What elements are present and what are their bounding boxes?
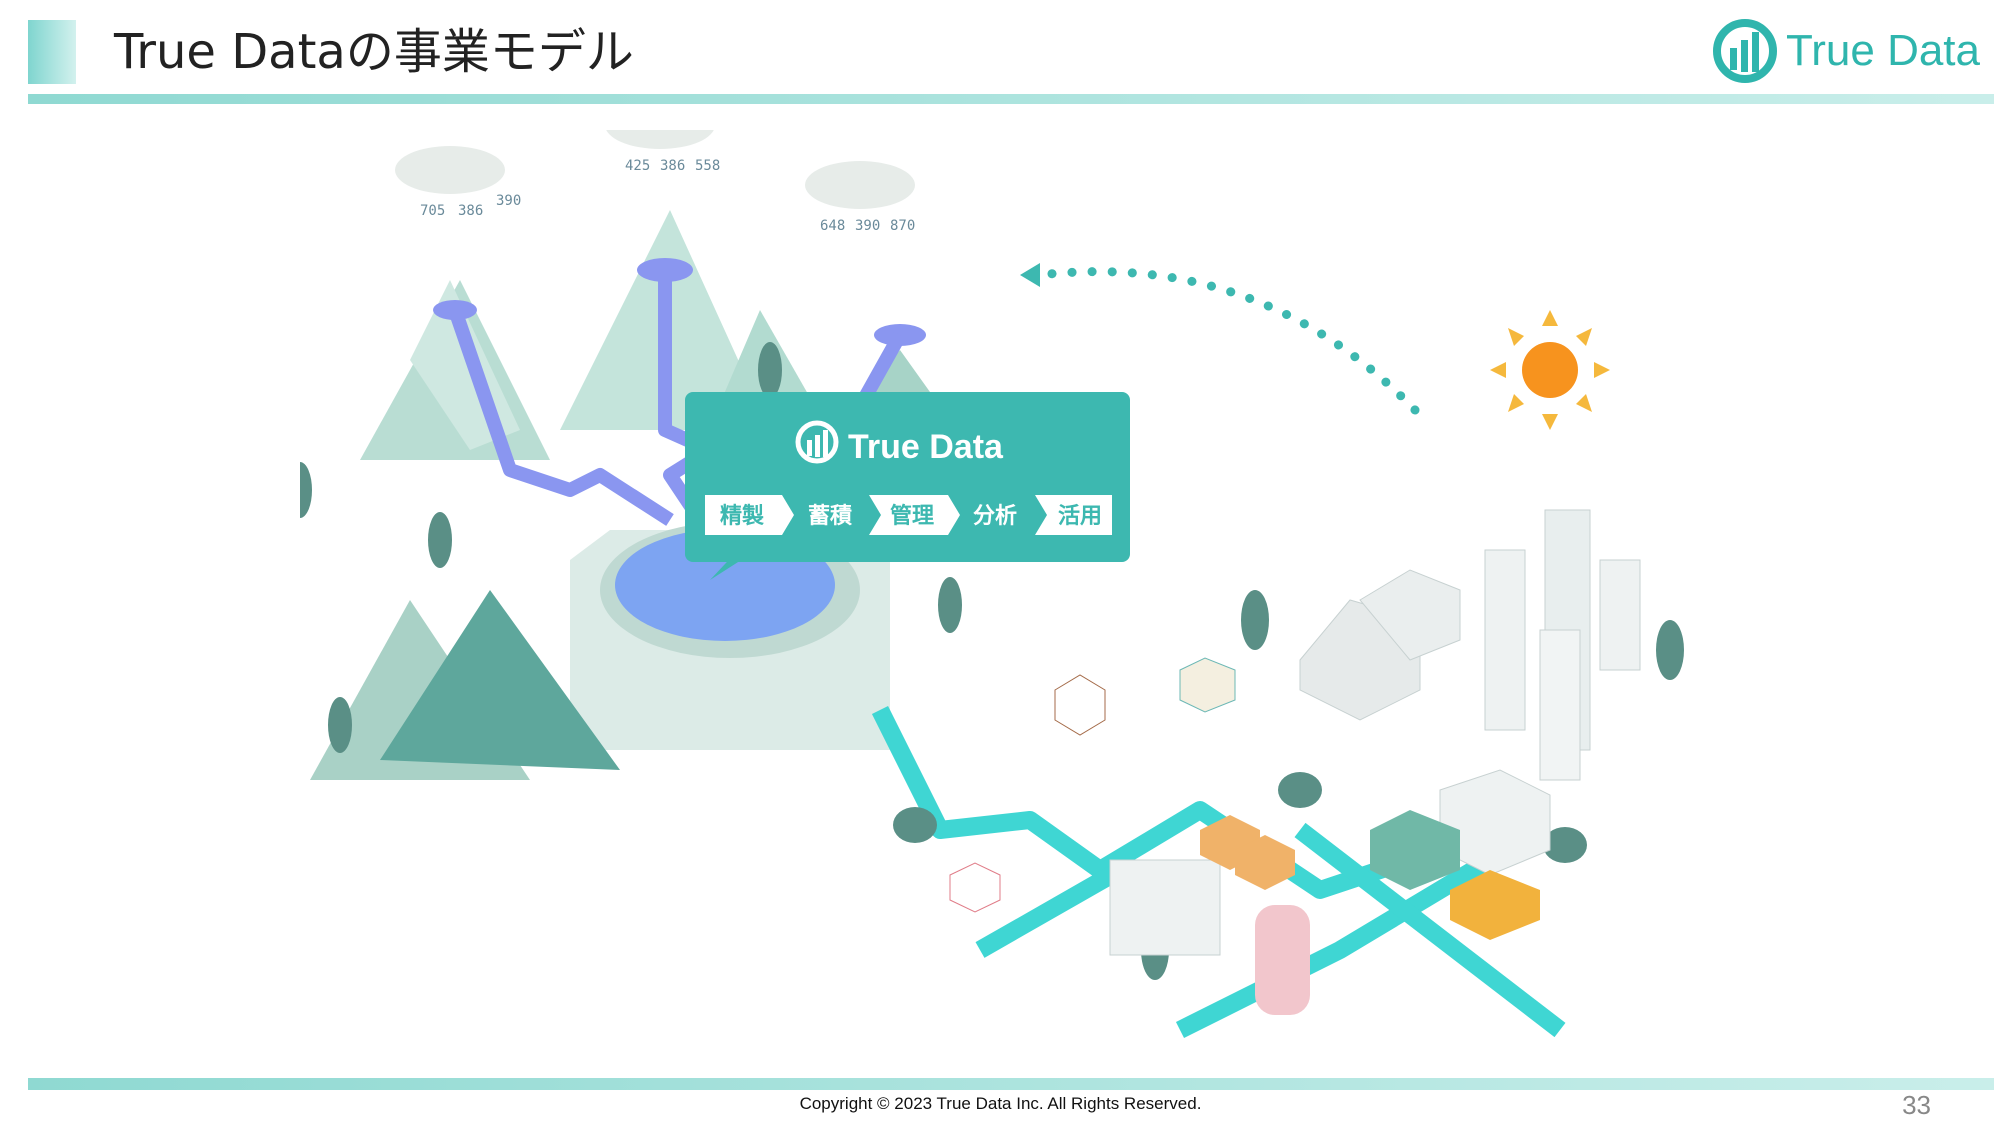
road-left [975,862,1125,958]
truedata-bubble [685,392,1130,562]
step-box [705,495,794,535]
data-digits-7: 648 [820,218,845,234]
company-logo: True Data [1712,16,1980,86]
tree [1543,827,1587,863]
tree [938,577,962,633]
step-box [869,495,960,535]
factory [1359,569,1461,661]
page-number: 33 [1902,1090,1931,1120]
arrow-head-icon [1020,263,1040,287]
tree [1241,590,1269,650]
logo-mark-icon [1713,19,1777,83]
tree [1656,620,1684,680]
business-model-illustration: 705 386 390 425 386 558 648 390 870 [300,130,1684,1039]
step-box [1035,495,1112,535]
copyright-text: Copyright © 2023 True Data Inc. All Righ… [799,1094,1202,1113]
process-steps: 精製 蓄積 管理 分析 活用 [705,495,1112,535]
road-bottom [1175,822,1545,1039]
convenience-store [1370,810,1460,890]
data-digits-2: 386 [458,203,483,219]
data-digits-3: 390 [496,193,521,209]
page-title: True Dataの事業モデル [114,24,634,80]
bubble-logo [795,420,839,464]
data-digits-9: 870 [890,218,915,234]
step-label: 蓄積 [808,504,853,529]
cloud-left [395,146,505,194]
step-box [786,495,877,535]
header-rule [28,94,1994,104]
feedback-arrow [1035,267,1420,415]
step-box [952,495,1043,535]
trees [300,342,1684,980]
step-label: 管理 [890,503,934,529]
tree [300,462,312,518]
tree [328,697,352,753]
data-digits-1: 705 [420,203,445,219]
tree [893,807,937,843]
office-building [1484,549,1526,731]
sun-icon [1490,310,1610,430]
road-cross [1294,822,1566,1038]
cloud-right [805,161,915,209]
data-digits-6: 558 [695,158,720,174]
road-main [871,705,1443,899]
car [1235,835,1295,890]
house-pink [949,862,1001,913]
house-orange [1450,870,1540,940]
house-brown [1054,674,1106,736]
mountain-front-dark [380,590,620,770]
logo-text: True Data [1786,26,1981,75]
office-building [1539,629,1581,781]
step-label: 活用 [1058,504,1102,529]
tree [758,342,782,398]
tree [1278,772,1322,808]
bubble-logo-text: True Data [848,428,1004,466]
step-label: 分析 [973,504,1017,529]
tree [428,512,452,568]
data-digits-4: 425 [625,158,650,174]
data-digits-8: 390 [855,218,880,234]
footer-rule [28,1078,1994,1090]
data-digits-5: 386 [660,158,685,174]
apartment [1109,859,1221,956]
stream-left [448,307,674,526]
step-label: 精製 [720,503,764,529]
header-accent-block [28,20,76,84]
city [949,509,1641,1015]
office-building [1599,559,1641,671]
cloud-center [606,130,714,149]
house-teal [1179,657,1236,713]
pink-building [1255,905,1310,1015]
